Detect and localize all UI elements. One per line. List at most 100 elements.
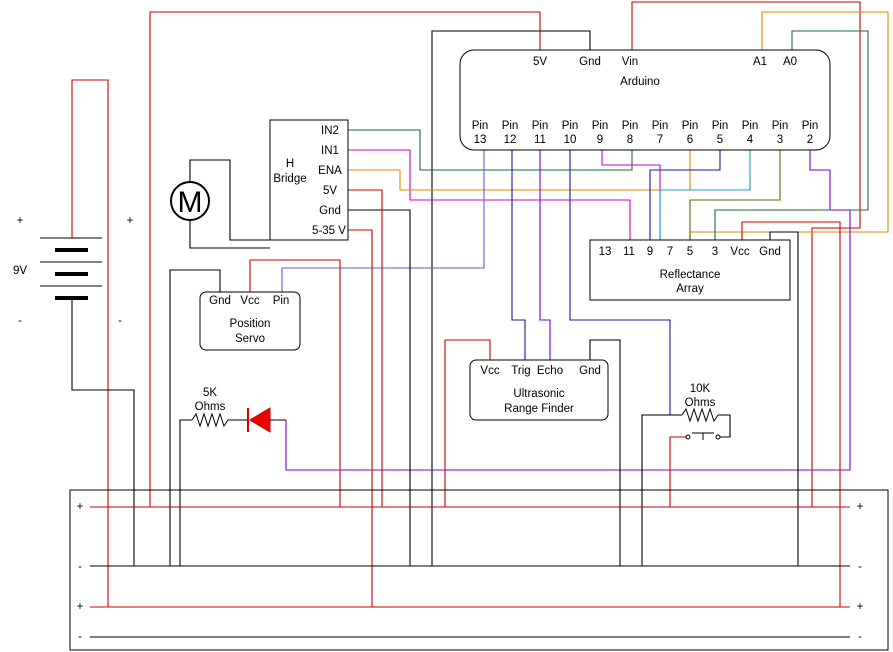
wire-arduino-vin [631, 1, 861, 507]
wire-10k-right [718, 414, 731, 438]
battery-minus-left: - [18, 315, 22, 327]
battery-voltage: 9V [13, 265, 27, 277]
resistor-10k-value: 10K [690, 383, 711, 395]
push-switch [685, 432, 721, 440]
wire-hb-gnd [348, 209, 411, 566]
arduino-pin-5-number: 5 [717, 134, 723, 146]
wire-servo-vcc [249, 259, 341, 507]
arduino-board: Arduino 5V Gnd Vin A1 A0 Pin13Pin12Pin11… [459, 49, 831, 151]
resistor-5k: 5K Ohms [191, 387, 248, 428]
servo-pin-gnd: Gnd [209, 295, 231, 307]
arduino-pin-gnd: Gnd [579, 56, 601, 68]
rail-label-plus-bl: + [77, 601, 84, 613]
motor-label: M [178, 186, 203, 219]
wire-pin2 [285, 150, 851, 471]
arduino-pin-8-label: Pin [622, 120, 639, 132]
resistor-5k-value: 5K [203, 387, 217, 399]
wire-switch-red [669, 436, 686, 507]
wire-pin13 [281, 150, 485, 292]
rail-label-plus-br: + [857, 601, 864, 613]
ref-title-1: Reflectance [660, 269, 721, 281]
arduino-pin-5-label: Pin [712, 120, 729, 132]
h-bridge-title-1: H [286, 158, 294, 170]
wire-pin4 [659, 150, 751, 247]
h-bridge-pin-ena: ENA [318, 165, 342, 177]
motor: M [170, 181, 210, 221]
wire-arduino-gnd [431, 30, 591, 566]
us-title-1: Ultrasonic [513, 388, 564, 400]
arduino-pin-6-label: Pin [682, 120, 699, 132]
arduino-pin-4-number: 4 [747, 134, 754, 146]
h-bridge-pin-in2: IN2 [321, 125, 339, 137]
ref-pin-vcc: Vcc [730, 246, 749, 258]
wire-servo-gnd [169, 269, 221, 566]
position-servo: Gnd Vcc Pin Position Servo [199, 291, 301, 351]
wire-battery-plus [71, 79, 109, 607]
wire-pin5 [649, 150, 721, 247]
wire-pin3 [689, 150, 781, 247]
ref-pin-7: 7 [667, 246, 673, 258]
us-pin-gnd: Gnd [579, 365, 601, 377]
h-bridge-pin-vin: 5-35 V [312, 225, 346, 237]
ref-pin-gnd: Gnd [759, 246, 781, 258]
ref-title-2: Array [676, 283, 704, 295]
arduino-bottom-pins: Pin13Pin12Pin11Pin10Pin9Pin8Pin7Pin6Pin5… [472, 120, 819, 146]
arduino-pin-12-label: Pin [502, 120, 519, 132]
arduino-pin-12-number: 12 [504, 134, 517, 146]
arduino-title: Arduino [620, 76, 660, 88]
arduino-pin-6-number: 6 [687, 134, 693, 146]
wire-5k [179, 419, 192, 566]
us-pin-trig: Trig [511, 365, 530, 377]
arduino-pin-2-label: Pin [802, 120, 819, 132]
h-bridge-pin-in1: IN1 [321, 145, 339, 157]
ref-pin-5: 5 [687, 246, 693, 258]
wire-in2 [348, 129, 633, 171]
wire-a0 [714, 30, 869, 247]
servo-title-1: Position [230, 318, 271, 330]
reflectance-array: 13 11 9 7 5 3 Vcc Gnd Reflectance Array [589, 239, 791, 301]
rail-label-plus-tl: + [77, 501, 84, 513]
rail-label-minus-tr: - [858, 561, 862, 573]
wire-ref-vcc [741, 221, 841, 607]
rail-label-minus-tl: - [78, 561, 82, 573]
ultrasonic-range-finder: Vcc Trig Echo Gnd Ultrasonic Range Finde… [469, 359, 609, 421]
arduino-pin-8-number: 8 [627, 134, 633, 146]
arduino-pin-13-label: Pin [472, 120, 489, 132]
arduino-pin-2-number: 2 [807, 134, 813, 146]
led-diode [247, 407, 286, 433]
arduino-pin-7-label: Pin [652, 120, 669, 132]
arduino-pin-10-label: Pin [562, 120, 579, 132]
arduino-pin-a0: A0 [783, 56, 797, 68]
arduino-pin-5v: 5V [533, 56, 547, 68]
h-bridge-pin-gnd: Gnd [319, 205, 341, 217]
wire-us-gnd [589, 339, 621, 566]
servo-pin-vcc: Vcc [240, 295, 259, 307]
wire-battery-minus [71, 305, 135, 566]
servo-pin-pin: Pin [273, 295, 290, 307]
rail-label-minus-bl: - [78, 631, 82, 643]
breadboard: + + - - + + - - [69, 489, 889, 651]
arduino-pin-vin: Vin [622, 56, 638, 68]
ref-pin-9: 9 [647, 246, 653, 258]
arduino-pin-9-label: Pin [592, 120, 609, 132]
arduino-pin-a1: A1 [753, 56, 767, 68]
wire-pin12 [511, 150, 526, 360]
arduino-pin-11-number: 11 [534, 134, 546, 146]
arduino-pin-10-number: 10 [564, 134, 577, 146]
battery-plus-left: + [17, 215, 24, 227]
rail-label-plus-tr: + [857, 501, 864, 513]
wire-10k-left [641, 414, 682, 566]
wire-motor-a [189, 159, 270, 241]
ref-pin-13: 13 [599, 246, 612, 258]
ref-pin-3: 3 [712, 246, 718, 258]
battery-minus-right: - [118, 315, 122, 327]
rail-label-minus-br: - [858, 631, 862, 643]
arduino-pin-11-label: Pin [532, 120, 549, 132]
arduino-pin-3-label: Pin [772, 120, 789, 132]
wire-pin10 [569, 150, 671, 415]
arduino-pin-7-number: 7 [657, 134, 663, 146]
wire-motor-b [189, 220, 270, 249]
ref-pin-11: 11 [623, 246, 635, 258]
